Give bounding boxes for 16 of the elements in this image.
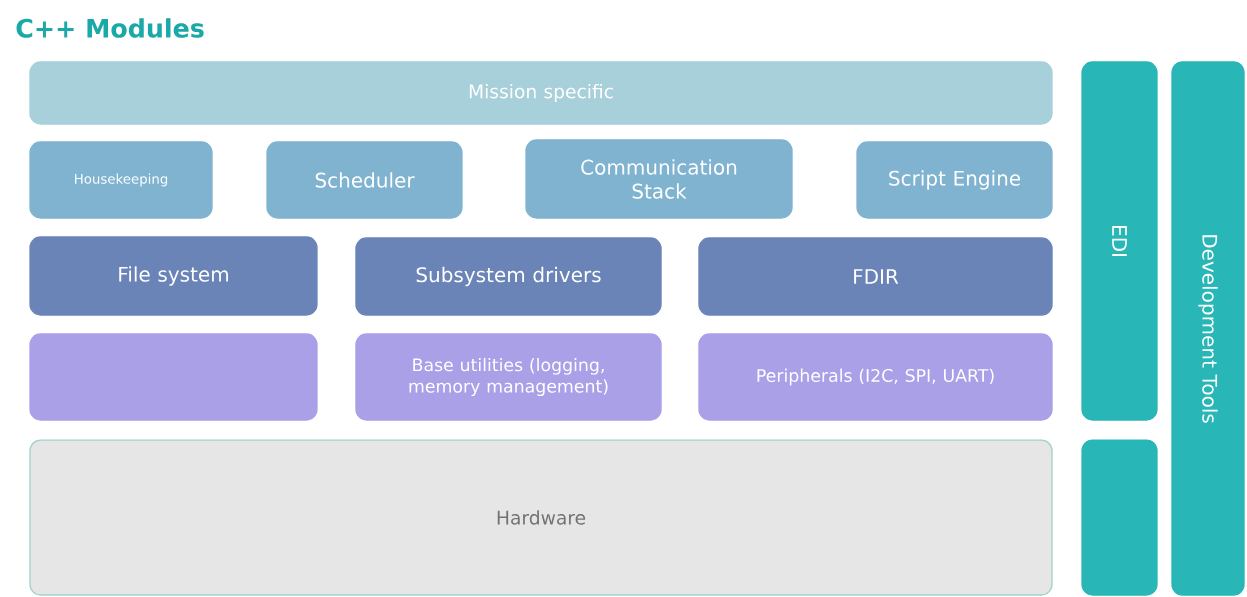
module-box: Subsystem drivers: [355, 237, 662, 316]
title: C++ Modules: [16, 18, 204, 38]
hardware-band: Hardware: [29, 439, 1053, 596]
module-box: File system: [29, 236, 318, 316]
tool-bar: EDI: [1081, 61, 1158, 421]
module-box: Peripherals (I2C, SPI, UART): [698, 333, 1053, 421]
tool-bar: Development Tools: [1171, 61, 1245, 596]
module-box: Base utilities (logging, memory management): [355, 333, 662, 421]
module-box: Scheduler: [266, 141, 463, 219]
layer-band: Mission specific: [29, 61, 1053, 125]
empty-box: [1081, 439, 1158, 596]
empty-box: [29, 333, 318, 421]
module-box: Communication Stack: [525, 139, 793, 219]
module-box: Housekeeping: [29, 141, 213, 219]
module-box: FDIR: [698, 237, 1053, 316]
module-box: Script Engine: [856, 141, 1053, 219]
